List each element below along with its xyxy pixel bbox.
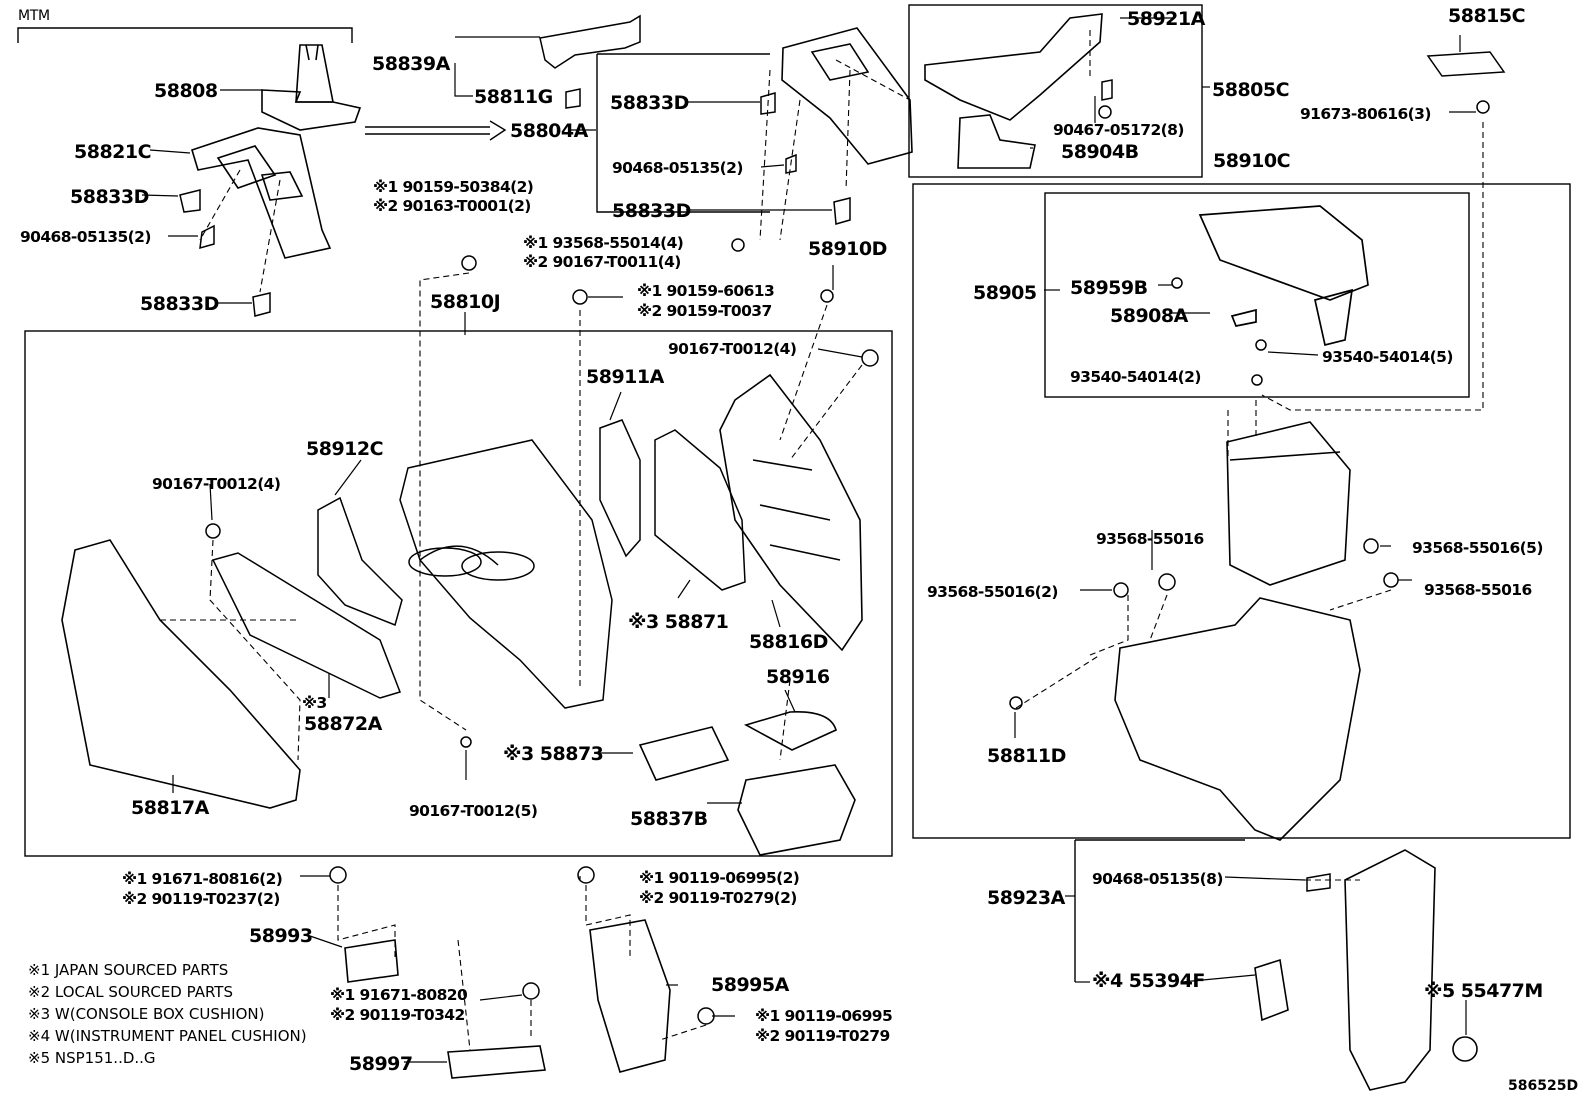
- part-label-90159-T0037: ※2 90159-T0037: [637, 302, 772, 320]
- part-label-58904B: 58904B: [1061, 141, 1139, 163]
- part-label-58997: 58997: [349, 1053, 413, 1075]
- part-label-58811G: 58811G: [474, 86, 553, 108]
- part-label-58995A: 58995A: [711, 974, 789, 996]
- panel-58921A-drawing: [924, 13, 1103, 169]
- upper-panel-58804A-drawing: [781, 27, 913, 165]
- part-label-93540-54014-5: 93540-54014(5): [1322, 348, 1453, 366]
- part-label-90167-T0012-4a: 90167-T0012(4): [668, 340, 797, 358]
- footnote-4: ※4 W(INSTRUMENT PANEL CUSHION): [28, 1027, 307, 1045]
- part-label-58808: 58808: [154, 80, 218, 102]
- pad-58815C-drawing: [1426, 51, 1506, 77]
- part-label-90119-06995: ※1 90119-06995: [755, 1007, 893, 1025]
- part-label-58833D-c: 58833D: [610, 92, 689, 114]
- part-label-91671-80816: ※1 91671-80816(2): [122, 870, 283, 888]
- footnote-1: ※1 JAPAN SOURCED PARTS: [28, 961, 229, 979]
- part-label-58911A: 58911A: [586, 366, 664, 388]
- part-label-90163-T0001: ※2 90163-T0001(2): [373, 197, 531, 215]
- part-label-58871: ※3 58871: [628, 611, 729, 633]
- part-label-55477M: ※5 55477M: [1424, 980, 1543, 1002]
- cushion-58871-drawing: [654, 429, 746, 591]
- part-label-55394F: ※4 55394F: [1092, 970, 1205, 992]
- center-console-58810J-drawing: [399, 439, 613, 709]
- part-label-58815C: 58815C: [1448, 5, 1526, 27]
- part-label-90159-50384: ※1 90159-50384(2): [373, 178, 534, 196]
- part-label-93568-55016-b: 93568-55016: [1424, 581, 1532, 599]
- shift-boot-drawing: [261, 44, 362, 131]
- part-label-90167-T0012-4b: 90167-T0012(4): [152, 475, 281, 493]
- part-label-90468-05135-2a: 90468-05135(2): [20, 228, 151, 246]
- part-label-58833D-d: 58833D: [612, 200, 691, 222]
- part-label-58916: 58916: [766, 666, 830, 688]
- part-label-58839A: 58839A: [372, 53, 450, 75]
- figure-reference: 586525D: [1508, 1078, 1579, 1094]
- variant-label: MTM: [18, 8, 50, 24]
- part-label-58872A-note: ※3: [302, 694, 327, 712]
- part-label-90119-T0237: ※2 90119-T0237(2): [122, 890, 280, 908]
- part-label-58910D: 58910D: [808, 238, 887, 260]
- part-label-58816D: 58816D: [749, 631, 828, 653]
- part-label-58810J: 58810J: [430, 291, 501, 313]
- part-label-58805C: 58805C: [1212, 79, 1290, 101]
- footnote-5: ※5 NSP151..D..G: [28, 1049, 156, 1067]
- clip-drawings: [179, 79, 1331, 892]
- leader-lines: [141, 17, 1476, 1063]
- dashed-lines: [160, 30, 1484, 1051]
- shift-panel-drawing: [191, 127, 332, 259]
- rear-console-drawing: [1114, 597, 1361, 841]
- cup-holder-drawing: [638, 711, 856, 856]
- part-label-58905: 58905: [973, 282, 1037, 304]
- part-label-58821C: 58821C: [74, 141, 152, 163]
- part-label-58912C: 58912C: [306, 438, 384, 460]
- part-label-58993: 58993: [249, 925, 313, 947]
- part-label-91673-80616: 91673-80616(3): [1300, 105, 1431, 123]
- part-label-58837B: 58837B: [630, 808, 708, 830]
- side-panel-58817A-drawing: [61, 539, 301, 809]
- brackets-lower-drawing: [344, 919, 671, 1079]
- part-label-90119-06995-2: ※1 90119-06995(2): [639, 869, 800, 887]
- part-label-90119-T0279: ※2 90119-T0279: [755, 1027, 890, 1045]
- part-label-90468-05135-8: 90468-05135(8): [1092, 870, 1223, 888]
- footnote-2: ※2 LOCAL SOURCED PARTS: [28, 983, 233, 1001]
- part-label-58833D-b: 58833D: [140, 293, 219, 315]
- part-label-90159-60613: ※1 90159-60613: [637, 282, 775, 300]
- part-label-90119-T0342: ※2 90119-T0342: [330, 1006, 465, 1024]
- part-label-58817A: 58817A: [131, 797, 209, 819]
- part-label-90467-05172: 90467-05172(8): [1053, 121, 1184, 139]
- part-label-93568-55016-a: 93568-55016: [1096, 530, 1204, 548]
- part-label-93540-54014-2: 93540-54014(2): [1070, 368, 1201, 386]
- panel-58911A-drawing: [599, 419, 641, 558]
- part-label-90119-T0279-2: ※2 90119-T0279(2): [639, 889, 797, 907]
- part-label-58921A: 58921A: [1127, 8, 1205, 30]
- bolt-drawings: [205, 100, 1490, 1025]
- part-label-90167-T0011: ※2 90167-T0011(4): [523, 253, 681, 271]
- part-label-58811D: 58811D: [987, 745, 1066, 767]
- part-label-91671-80820: ※1 91671-80820: [330, 986, 468, 1004]
- part-label-58910C: 58910C: [1213, 150, 1291, 172]
- footnote-3: ※3 W(CONSOLE BOX CUSHION): [28, 1005, 265, 1023]
- console-box-drawing: [1226, 421, 1351, 586]
- part-label-90167-T0012-5: 90167-T0012(5): [409, 802, 538, 820]
- part-label-93568-55014: ※1 93568-55014(4): [523, 234, 684, 252]
- part-label-58872A: 58872A: [304, 713, 382, 735]
- part-label-58873: ※3 58873: [503, 743, 604, 765]
- part-label-58959B: 58959B: [1070, 277, 1148, 299]
- side-panel-58816D-drawing: [719, 373, 863, 652]
- part-label-93568-55016-5: 93568-55016(5): [1412, 539, 1543, 557]
- part-label-58833D-a: 58833D: [70, 186, 149, 208]
- bracket-58839A-drawing: [539, 14, 641, 69]
- part-label-93568-55016-2: 93568-55016(2): [927, 583, 1058, 601]
- cushion-58872A-drawing: [211, 552, 401, 699]
- armrest-58905-drawing: [1198, 205, 1369, 347]
- bracket-58912C-drawing: [317, 496, 403, 627]
- rear-panel-58923A-drawing: [1254, 849, 1478, 1091]
- part-label-58923A: 58923A: [987, 887, 1065, 909]
- part-label-90468-05135-2b: 90468-05135(2): [612, 159, 743, 177]
- part-label-58908A: 58908A: [1110, 305, 1188, 327]
- part-label-58804A: 58804A: [510, 120, 588, 142]
